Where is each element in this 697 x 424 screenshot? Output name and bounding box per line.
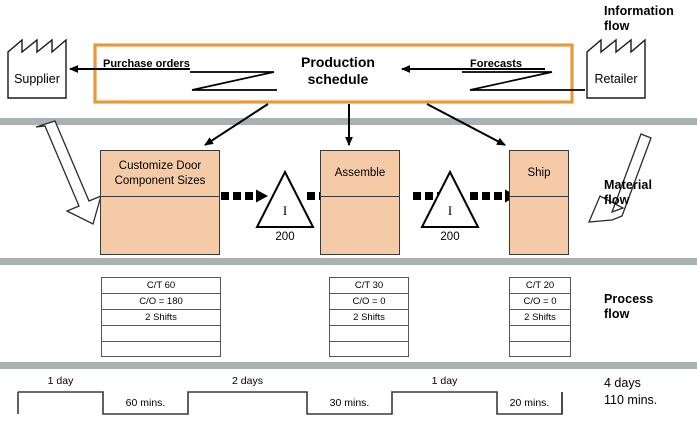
inventory-count-1: 200 <box>275 231 295 243</box>
total-lead-time: 4 days <box>604 376 641 390</box>
data-box-changeover: C/O = 180 <box>139 296 183 307</box>
purchase-orders-lightning <box>190 71 277 91</box>
data-box-assemble: C/T 30 C/O = 0 2 Shifts <box>329 277 409 357</box>
data-box-row <box>330 342 408 358</box>
process-name: Ship <box>527 167 551 180</box>
process-box-assemble[interactable]: Assemble <box>320 150 400 255</box>
data-box-cycle-time: C/T 60 <box>146 280 176 291</box>
forecasts-label: Forecasts <box>470 58 522 70</box>
schedule-to-process-arrows <box>204 103 506 146</box>
process-box-operator-area <box>101 197 219 254</box>
inventory-symbol-1: I <box>282 203 288 218</box>
inventory-symbol-2: I <box>447 203 453 218</box>
data-box-row <box>102 326 220 342</box>
data-box-shifts: 2 Shifts <box>145 312 177 323</box>
process-box-ship[interactable]: Ship <box>509 150 569 255</box>
data-box-row: C/T 60 <box>102 278 220 294</box>
data-box-customize-door-component-sizes: C/T 60 C/O = 180 2 Shifts <box>101 277 221 357</box>
process-time-2: 30 mins. <box>329 397 370 409</box>
process-box-operator-area <box>321 197 399 254</box>
production-schedule-title: Production schedule <box>301 54 375 87</box>
lead-time-1: 1 day <box>47 375 74 387</box>
lead-time-2: 2 days <box>232 375 263 387</box>
process-box-customize-door-component-sizes[interactable]: Customize Door Component Sizes <box>100 150 220 255</box>
data-box-row: C/T 20 <box>510 278 570 294</box>
supplier-label: Supplier <box>14 72 60 86</box>
material-flow-in-arrow <box>35 120 102 225</box>
material-flow-label: Material flow <box>604 178 653 207</box>
data-box-row: 2 Shifts <box>330 310 408 326</box>
process-box-header: Customize Door Component Sizes <box>101 151 219 197</box>
inventory-triangle-1 <box>255 169 315 228</box>
process-flow-label: Process flow <box>604 292 654 321</box>
retailer-factory-icon <box>586 38 646 99</box>
total-process-time: 110 mins. <box>604 393 658 407</box>
process-time-1: 60 mins. <box>125 397 166 409</box>
data-box-row: C/T 30 <box>330 278 408 294</box>
data-box-ship: C/T 20 C/O = 0 2 Shifts <box>509 277 571 357</box>
push-arrow-1 <box>221 189 268 203</box>
data-box-row: C/O = 180 <box>102 294 220 310</box>
data-box-row: 2 Shifts <box>102 310 220 326</box>
process-box-header: Ship <box>510 151 568 197</box>
inventory-triangle-2 <box>420 169 480 228</box>
data-box-row <box>330 326 408 342</box>
data-box-shifts: 2 Shifts <box>353 312 385 323</box>
information-flow-label: Information flow <box>604 4 674 33</box>
timeline-ladder <box>17 391 563 415</box>
process-box-operator-area <box>510 197 568 254</box>
production-schedule-frame <box>93 43 574 104</box>
process-box-header: Assemble <box>321 151 399 197</box>
data-box-changeover: C/O = 0 <box>523 296 557 307</box>
supplier-factory-icon <box>7 38 67 99</box>
process-name: Assemble <box>334 167 386 180</box>
data-box-shifts: 2 Shifts <box>524 312 556 323</box>
inventory-count-2: 200 <box>440 231 460 243</box>
data-box-row: C/O = 0 <box>510 294 570 310</box>
process-time-3: 20 mins. <box>509 397 550 409</box>
forecasts-lightning <box>462 71 585 91</box>
data-box-row <box>510 342 570 358</box>
data-box-changeover: C/O = 0 <box>352 296 386 307</box>
purchase-orders-label: Purchase orders <box>103 58 190 70</box>
data-box-cycle-time: C/T 30 <box>354 280 384 291</box>
data-box-row: C/O = 0 <box>330 294 408 310</box>
data-box-row <box>510 326 570 342</box>
material-flow-out-arrow <box>587 133 652 223</box>
lead-time-3: 1 day <box>431 375 458 387</box>
data-box-row: 2 Shifts <box>510 310 570 326</box>
data-box-row <box>102 342 220 358</box>
data-box-cycle-time: C/T 20 <box>525 280 555 291</box>
retailer-label: Retailer <box>594 72 638 86</box>
process-name: Customize Door Component Sizes <box>114 160 206 187</box>
